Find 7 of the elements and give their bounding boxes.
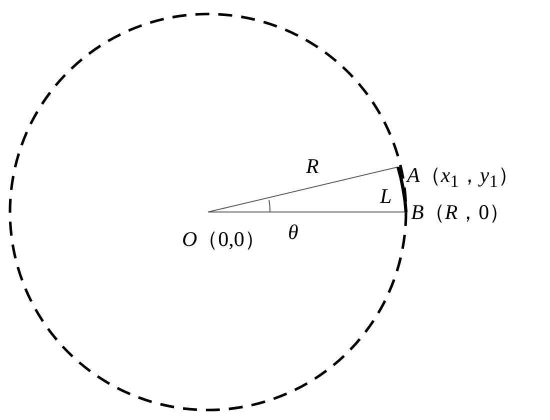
edge-label: R [306, 156, 319, 177]
angle-label: θ [288, 222, 298, 243]
edge-label: L [380, 186, 392, 207]
line [208, 166, 398, 212]
point-label: A（x$_{1}$，y$_{1}$） [407, 165, 519, 191]
point-label: O（0,0） [182, 229, 266, 250]
point-label: B（R，0） [411, 202, 510, 223]
